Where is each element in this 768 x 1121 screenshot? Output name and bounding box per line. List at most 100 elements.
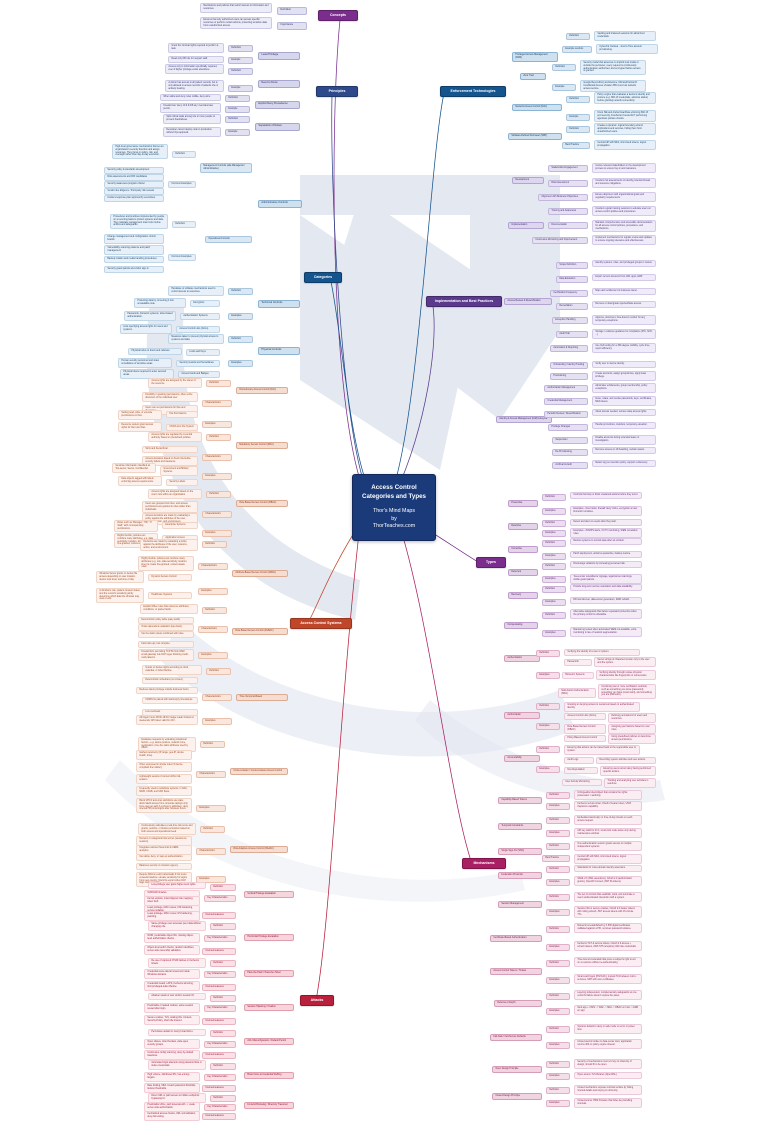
node-access-control-tokens[interactable]: Access Control Tokens / Tickets (490, 968, 542, 976)
node-operational-controls-definition[interactable]: Definition (172, 221, 196, 229)
node-sod-definition[interactable]: Definition (225, 116, 250, 124)
node-government-military[interactable]: Government and Military Systems (160, 466, 198, 476)
node-accountability[interactable]: Accountability (504, 755, 540, 763)
node-forceful-browsing[interactable]: Forceful Browsing / Directory Traversal (244, 1102, 294, 1110)
node-radac[interactable]: Risk-Adaptive Access Control (RAdAC) (230, 846, 288, 854)
node-least-privilege-example[interactable]: Example (228, 57, 253, 65)
node-technical-definition[interactable]: Definition (228, 288, 253, 296)
node-encryption[interactable]: Encryption (190, 300, 220, 308)
node-open-design-principle[interactable]: Open Design Principle (492, 1066, 542, 1074)
node-deterrent[interactable]: Deterrent (508, 569, 538, 577)
node-detective-definition[interactable]: Definition (542, 520, 566, 528)
node-training-awareness[interactable]: Training and Awareness (548, 208, 588, 216)
node-separation-of-duties[interactable]: Separation of Duties (255, 123, 300, 131)
node-acls-mech[interactable]: Access Control Lists (ACLs) (564, 713, 606, 721)
node-need-to-know-definition[interactable]: Definition (228, 68, 253, 76)
node-rubac[interactable]: Rule-Based Access Control (RuBAC) (232, 628, 288, 636)
node-nac-definition[interactable]: Definition (566, 96, 590, 104)
node-sdp-definition[interactable]: Definition (566, 126, 590, 134)
node-bf-characteristics[interactable]: Key Characteristics (204, 1074, 236, 1082)
branch-concepts[interactable]: Concepts (318, 10, 358, 22)
branch-principles[interactable]: Principles (316, 86, 358, 98)
node-federation-protocols[interactable]: Federation Protocols (498, 872, 542, 880)
node-defense-in-depth[interactable]: Defense-in-Depth (494, 1000, 542, 1008)
node-biometric-systems[interactable]: Biometric Systems (562, 672, 594, 680)
node-single-sign-on[interactable]: Single Sign-On (SSO) (498, 848, 542, 856)
node-acl-misconfiguration[interactable]: ACL Misconfiguration / Default Permit (244, 1038, 294, 1046)
node-tokens-definition[interactable]: Definition (546, 960, 570, 968)
node-temporal-definition[interactable]: Definition (546, 817, 570, 825)
node-closed-design-definition[interactable]: Definition (546, 1087, 570, 1095)
node-vpe-characteristics[interactable]: Key Characteristics (204, 895, 236, 903)
node-pass-the-hash[interactable]: Pass-the-Hash / Pass-the-Ticket (244, 970, 294, 978)
node-session-management[interactable]: Session Management (498, 901, 542, 909)
node-sso-best-practice[interactable]: Best Practice (542, 855, 570, 863)
node-explicit-deny-precedence[interactable]: Explicit Deny Precedence (255, 101, 300, 109)
node-privilege-changes[interactable]: Privilege Changes (548, 424, 588, 432)
node-closed-design-examples[interactable]: Examples (546, 1100, 570, 1108)
node-rbac-characteristics[interactable]: Characteristics (202, 511, 232, 519)
node-preventive[interactable]: Preventive (508, 500, 538, 508)
node-fail-safe-defaults[interactable]: Fail-Safe / Fail-Secure Defaults (490, 1034, 542, 1042)
node-audit-logs[interactable]: Audit Logs (564, 757, 594, 765)
node-authorization[interactable]: Authorization (504, 712, 540, 720)
node-mac-examples[interactable]: Examples (202, 473, 232, 481)
node-sod-example[interactable]: Example (225, 129, 250, 137)
node-dac[interactable]: Discretionary Access Control (DAC) (236, 387, 288, 395)
node-recovery[interactable]: Recovery (508, 592, 538, 600)
node-pth-definition[interactable]: Definition (210, 960, 236, 968)
node-dac-definition[interactable]: Definition (206, 380, 231, 388)
node-deterrent-definition[interactable]: Definition (542, 563, 566, 571)
node-vertical-privilege-escalation[interactable]: Vertical Privilege Escalation (244, 891, 294, 899)
node-enterprise-systems[interactable]: Enterprise Systems (162, 522, 198, 530)
node-session-hijacking[interactable]: Session Hijacking / Fixation (244, 1004, 294, 1012)
node-mac[interactable]: Mandatory Access Control (MAC) (236, 442, 288, 450)
node-did-definition[interactable]: Definition (546, 993, 570, 1001)
node-least-privilege-definition[interactable]: Definition (228, 45, 253, 53)
node-access-cards-badges[interactable]: Access Cards and Badges (178, 371, 220, 379)
node-mfa[interactable]: Multi-Factor Authentication (MFA) (558, 688, 596, 698)
node-provisioning[interactable]: Provisioning (550, 373, 588, 381)
node-physical-controls[interactable]: Physical Controls (258, 347, 300, 355)
node-time-temporal-based[interactable]: Time-Temporal-Based (236, 694, 288, 702)
node-stakeholder-engagement[interactable]: Stakeholder Engagement (548, 165, 588, 173)
node-temporal-based-definition[interactable]: Definition (206, 668, 231, 676)
node-user-activity-monitoring[interactable]: User Activity Monitoring (562, 779, 602, 787)
node-brute-force[interactable]: Brute Force & Credential Stuffing (244, 1072, 294, 1080)
node-certification-frequency[interactable]: Certification Frequency (550, 290, 588, 298)
node-mac-characteristics[interactable]: Characteristics (202, 454, 232, 462)
node-horizontal-privilege-escalation[interactable]: Horizontal Privilege Escalation (244, 934, 294, 942)
node-failsafe-examples[interactable]: Examples (546, 1042, 570, 1050)
node-risk-assessment[interactable]: Risk Assessment (548, 180, 588, 188)
node-dynamic-access-control[interactable]: Dynamic Access Control (148, 574, 192, 582)
node-vpe-countermeasures[interactable]: Countermeasures (202, 912, 236, 920)
node-rbac-definition[interactable]: Definition (206, 491, 231, 499)
node-pam-vendors[interactable]: Example vendors (562, 46, 592, 54)
node-authorization-management[interactable]: Authorization Management (544, 385, 588, 393)
node-concepts-importance[interactable]: Importance (277, 22, 307, 30)
branch-mechanisms[interactable]: Mechanisms (462, 858, 506, 870)
node-security-guards[interactable]: Security Guards and Surveillance (176, 360, 220, 368)
node-open-design-definition[interactable]: Definition (546, 1061, 570, 1069)
node-context-definition[interactable]: Definition (200, 741, 225, 749)
node-deterrent-examples[interactable]: Examples (542, 576, 566, 584)
node-deny-definition[interactable]: Definition (225, 95, 250, 103)
node-certificate-definition[interactable]: Definition (546, 926, 570, 934)
node-suspension[interactable]: Suspension (552, 437, 588, 445)
node-federation-examples[interactable]: Examples (546, 879, 570, 887)
node-authz-definition[interactable]: Definition (536, 703, 560, 711)
branch-types[interactable]: Types (476, 557, 506, 569)
node-certificate-based-authentication[interactable]: Certificate-Based Authentication (490, 935, 542, 943)
node-preventive-examples[interactable]: Examples (542, 508, 566, 516)
node-dac-examples[interactable]: Examples (202, 421, 232, 429)
node-need-to-know[interactable]: Need to Know (258, 80, 300, 88)
node-temporal-based-characteristics[interactable]: Characteristics (202, 694, 232, 702)
node-onboarding-identity-proofing[interactable]: Onboarding / Identity Proofing (550, 362, 588, 370)
node-federation-definition[interactable]: Definition (546, 866, 570, 874)
node-archival-audit[interactable]: Archival & Audit (552, 462, 588, 470)
node-authz-examples[interactable]: Examples (536, 723, 560, 731)
node-radac-definition[interactable]: Definition (200, 826, 225, 834)
node-development[interactable]: Development (512, 177, 544, 185)
node-authn-examples[interactable]: Examples (536, 672, 560, 680)
node-aclm-definition[interactable]: Definition (210, 1030, 236, 1038)
